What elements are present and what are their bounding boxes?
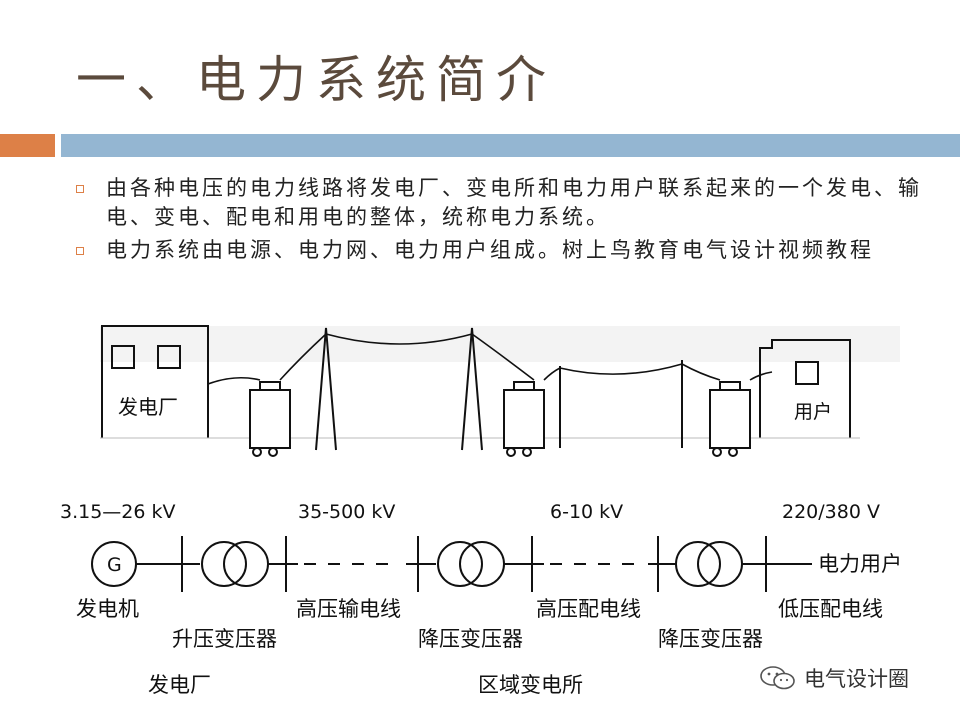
bullet-item: 电力系统由电源、电力网、电力用户组成。树上鸟教育电气设计视频教程 bbox=[76, 236, 926, 265]
transmission-tower-2-icon bbox=[461, 327, 483, 451]
end-user-label: 电力用户 bbox=[818, 552, 902, 576]
power-system-diagram: 发电厂 用户 bbox=[60, 318, 920, 712]
bullet-list: 由各种电压的电力线路将发电厂、变电所和电力用户联系起来的一个发电、输电、变电、配… bbox=[76, 174, 926, 269]
voltage-label-low: 220/380 V bbox=[782, 501, 880, 523]
hv-line-label: 高压输电线 bbox=[296, 597, 401, 621]
step-down-transformer-2-label: 降压变压器 bbox=[658, 627, 763, 651]
step-down-transformer-1-label: 降压变压器 bbox=[418, 627, 523, 651]
power-plant-label: 发电厂 bbox=[148, 673, 211, 697]
bullet-text: 由各种电压的电力线路将发电厂、变电所和电力用户联系起来的一个发电、输电、变电、配… bbox=[106, 176, 922, 229]
single-line-diagram bbox=[91, 536, 812, 592]
slide-title: 一、电力系统简介 bbox=[76, 51, 556, 109]
regional-substation-label: 区域变电所 bbox=[478, 673, 583, 697]
wechat-icon bbox=[760, 666, 795, 690]
scan-noise bbox=[100, 326, 900, 362]
step-down-transformer-1-icon bbox=[437, 541, 483, 587]
bullet-item: 由各种电压的电力线路将发电厂、变电所和电力用户联系起来的一个发电、输电、变电、配… bbox=[76, 174, 926, 232]
user-label: 用户 bbox=[794, 401, 832, 423]
power-plant-building bbox=[101, 325, 209, 438]
hv-distribution-label: 高压配电线 bbox=[536, 597, 641, 621]
watermark: 电气设计圈 bbox=[758, 660, 938, 696]
power-system-diagram-svg: 发电厂 用户 bbox=[60, 325, 902, 697]
plant-label: 发电厂 bbox=[118, 395, 178, 419]
user-building bbox=[759, 339, 851, 438]
bullet-square-icon bbox=[76, 185, 84, 193]
title-accent-bar-blue bbox=[61, 134, 960, 157]
transformer-1-icon bbox=[249, 381, 291, 457]
step-down-transformer-2-icon bbox=[675, 541, 721, 587]
transformer-2-icon bbox=[503, 381, 545, 457]
overhead-wires bbox=[207, 333, 773, 385]
voltage-label-distribution: 6-10 kV bbox=[550, 501, 623, 523]
step-up-transformer-label: 升压变压器 bbox=[172, 627, 277, 651]
title-accent-bar-orange bbox=[0, 134, 55, 157]
transformer-3-icon bbox=[709, 381, 751, 457]
watermark-text: 电气设计圈 bbox=[804, 667, 909, 691]
bullet-square-icon bbox=[76, 247, 84, 255]
lv-distribution-label: 低压配电线 bbox=[778, 597, 883, 621]
transmission-tower-1-icon bbox=[315, 327, 337, 451]
bullet-text: 电力系统由电源、电力网、电力用户组成。树上鸟教育电气设计视频教程 bbox=[106, 238, 874, 262]
voltage-label-generation: 3.15—26 kV bbox=[60, 501, 176, 523]
voltage-label-transmission: 35-500 kV bbox=[298, 501, 395, 523]
step-up-transformer-icon bbox=[201, 541, 247, 587]
generator-symbol: G bbox=[107, 554, 122, 576]
generator-label: 发电机 bbox=[76, 597, 139, 621]
